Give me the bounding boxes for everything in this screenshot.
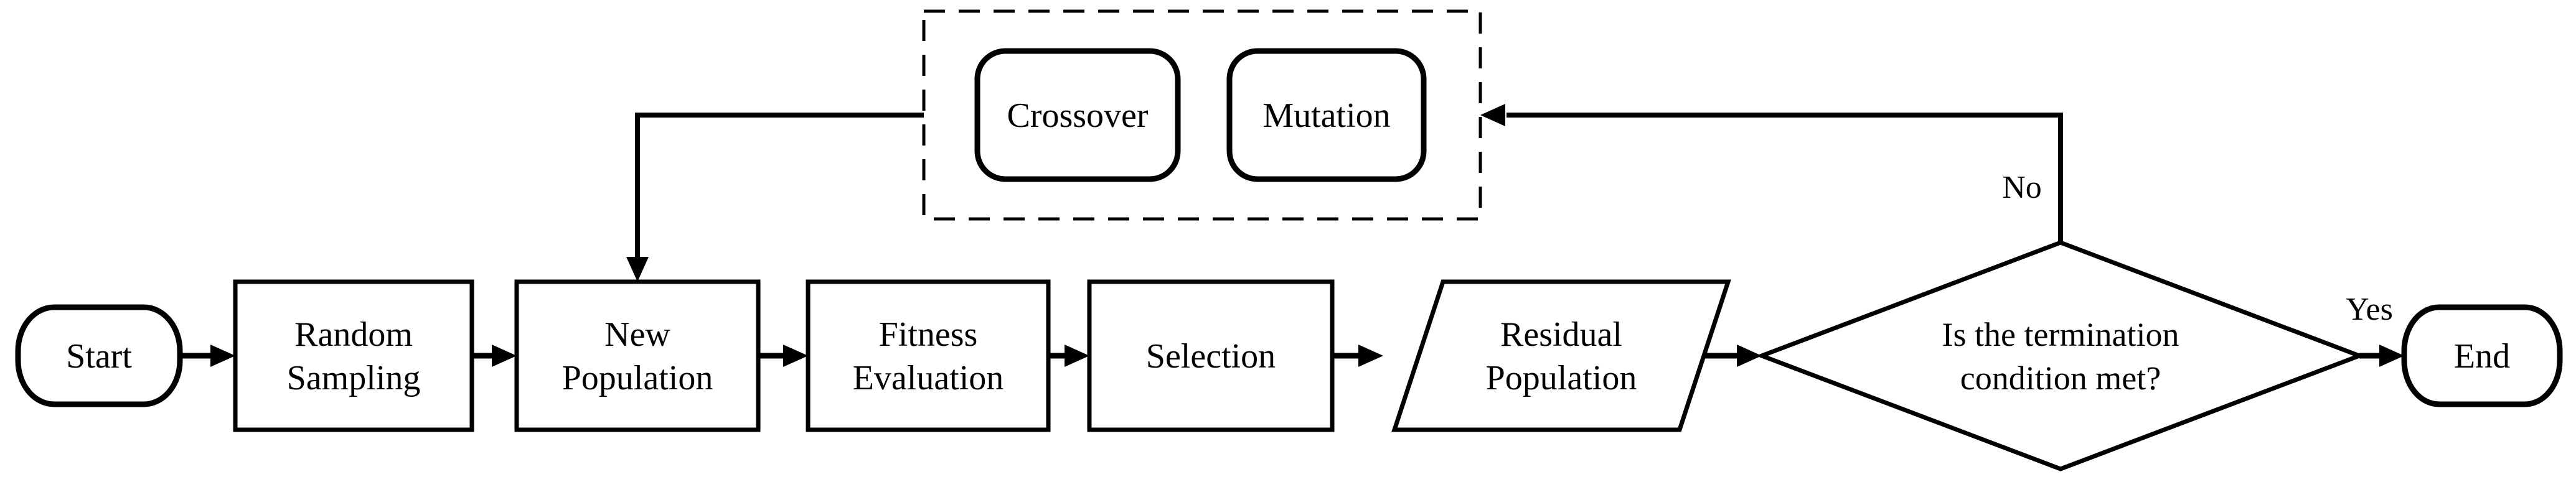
termination-decision-node: Is the termination condition met? xyxy=(1756,240,2366,471)
start-node: Start xyxy=(15,304,183,407)
termination-decision-label-line2: condition met? xyxy=(1960,359,2161,397)
random-sampling-node: Random Sampling xyxy=(233,279,474,432)
arrowhead-right-icon xyxy=(492,345,517,367)
selection-node: Selection xyxy=(1087,279,1335,432)
mutation-label: Mutation xyxy=(1262,96,1390,135)
end-label: End xyxy=(2454,337,2510,376)
arrow-selection-to-residual-population xyxy=(1332,345,1383,367)
fitness-evaluation-node: Fitness Evaluation xyxy=(806,279,1051,432)
end-node: End xyxy=(2401,304,2563,407)
arrow-decision-to-end xyxy=(2359,345,2404,367)
random-sampling-label-line2: Sampling xyxy=(287,359,421,397)
arrowhead-right-icon xyxy=(1737,345,1762,367)
mutation-node: Mutation xyxy=(1226,48,1427,182)
arrowhead-right-icon xyxy=(2379,345,2404,367)
crossover-label: Crossover xyxy=(1007,96,1148,135)
arrow-new-population-to-fitness-evaluation xyxy=(758,345,808,367)
arrowhead-right-icon xyxy=(210,345,235,367)
arrowhead-right-icon xyxy=(1065,345,1089,367)
arrowhead-right-icon xyxy=(1358,345,1383,367)
arrowhead-right-icon xyxy=(783,345,808,367)
arrow-operators-to-new-population xyxy=(626,113,924,282)
crossover-node: Crossover xyxy=(974,48,1181,182)
genetic-operators-group: Crossover Mutation xyxy=(922,9,1482,221)
start-label: Start xyxy=(66,337,132,376)
yes-edge-label: Yes xyxy=(2346,292,2393,327)
residual-population-label-line1: Residual xyxy=(1500,315,1622,354)
arrowhead-down-icon xyxy=(626,257,649,282)
arrow-fitness-evaluation-to-selection xyxy=(1048,345,1089,367)
new-population-node: New Population xyxy=(514,279,761,432)
arrow-start-to-random-sampling xyxy=(181,345,235,367)
selection-label: Selection xyxy=(1146,337,1276,376)
arrow-random-sampling-to-new-population xyxy=(472,345,517,367)
no-edge-label: No xyxy=(2002,170,2042,205)
arrow-residual-population-to-decision xyxy=(1703,345,1762,367)
termination-decision-label-line1: Is the termination xyxy=(1942,316,2179,353)
residual-population-node: Residual Population xyxy=(1391,279,1731,432)
random-sampling-label-line1: Random xyxy=(294,315,413,354)
arrow-decision-no-to-operators xyxy=(1480,104,2063,243)
fitness-evaluation-label-line1: Fitness xyxy=(879,315,978,354)
new-population-label-line1: New xyxy=(604,315,670,354)
arrowhead-left-icon xyxy=(1480,104,1505,126)
new-population-label-line2: Population xyxy=(562,359,713,397)
residual-population-label-line2: Population xyxy=(1486,359,1637,397)
fitness-evaluation-label-line2: Evaluation xyxy=(853,359,1004,397)
